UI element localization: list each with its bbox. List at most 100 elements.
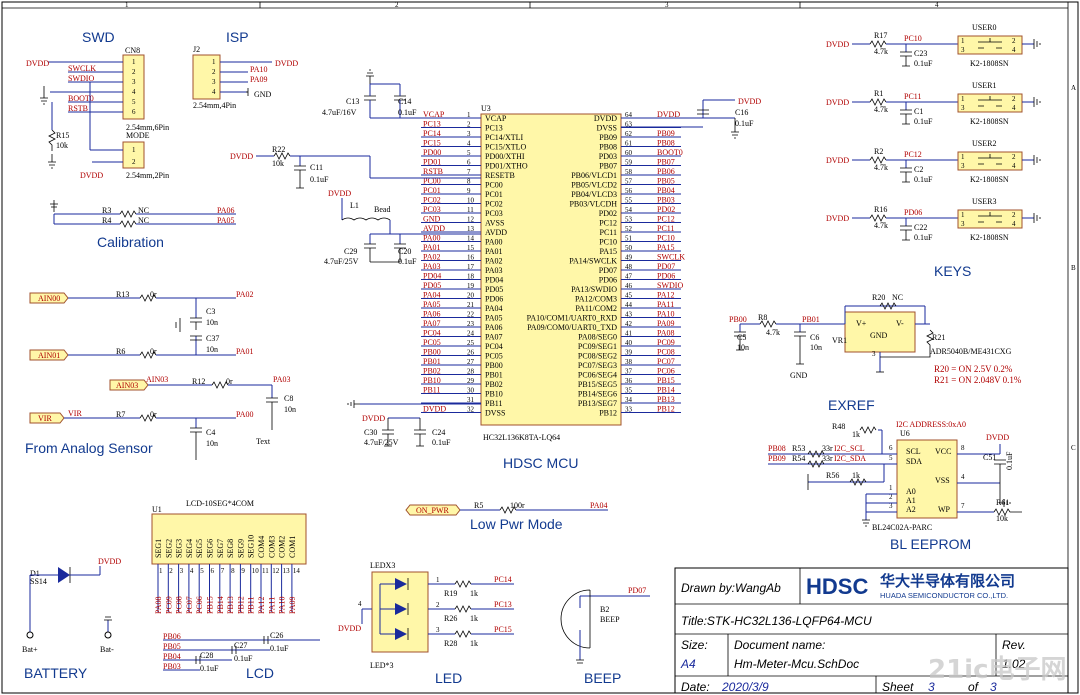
mcu-pin-name: PD04 (485, 276, 503, 285)
led-resistor-ref: R26 (444, 614, 457, 623)
mcu-pin-name: PB12 (599, 409, 617, 418)
mcu-pin-number: 49 (625, 254, 633, 262)
mcu-pin-number: 60 (625, 149, 633, 157)
svg-text:I2C_SDA: I2C_SDA (834, 454, 866, 463)
mcu-pin-number: 20 (467, 292, 475, 300)
key-part: K2-1808SN (970, 233, 1009, 242)
mcu-pin-number: 6 (467, 159, 471, 167)
key-pin: 1 (961, 95, 965, 103)
mcu-pin-number: 25 (467, 339, 475, 347)
svg-text:BL24C02A-PARC: BL24C02A-PARC (872, 523, 932, 532)
svg-text:7: 7 (961, 502, 965, 510)
mcu-pin-name: PD05 (485, 285, 503, 294)
mcu-net-label: PC15 (423, 139, 441, 148)
svg-text:I2C_SCL: I2C_SCL (834, 444, 865, 453)
svg-text:PA05: PA05 (217, 216, 235, 225)
switch-icon (978, 96, 1002, 107)
heading-mcu: HDSC MCU (503, 455, 578, 471)
mcu-pin-number: 14 (467, 235, 475, 243)
lcd-pin-number: 14 (293, 567, 301, 575)
mcu-pin-name: PB06/VLCD1 (571, 171, 617, 180)
mcu-pin-name: DVSS (485, 409, 505, 418)
lcd-caps: PB06 PB05 PB04 PB03 C26 0.1uF C27 0.1uF … (163, 631, 320, 673)
svg-text:4.7k: 4.7k (766, 328, 780, 337)
svg-text:AIN03: AIN03 (146, 375, 168, 384)
svg-text:A0: A0 (906, 487, 916, 496)
svg-text:3: 3 (872, 350, 876, 358)
svg-text:R5: R5 (474, 501, 483, 510)
mcu-pin-name: PC07/SEG3 (578, 361, 617, 370)
svg-text:R20: R20 (872, 293, 885, 302)
led-resistor-value: 1k (470, 614, 478, 623)
mcu-bottom-caps: DVDD C30 4.7uF/25V C24 0.1uF (347, 400, 481, 447)
svg-text:4: 4 (961, 473, 965, 481)
led-pin-number: 3 (436, 626, 440, 634)
mcu-pin-name: PA09/COM0/UART0_TXD (527, 323, 617, 332)
svg-text:L1: L1 (350, 201, 359, 210)
svg-text:NC: NC (892, 293, 903, 302)
mcu-pin-number: 21 (467, 301, 475, 309)
svg-text:C11: C11 (310, 163, 323, 172)
key-pin: 1 (961, 211, 965, 219)
mcu-net-label: PB13 (657, 395, 675, 404)
svg-text:SS14: SS14 (30, 577, 47, 586)
svg-text:AIN01: AIN01 (38, 351, 60, 360)
svg-text:DVDD: DVDD (986, 433, 1009, 442)
heading-exref: EXREF (828, 397, 875, 413)
svg-text:Bead: Bead (374, 205, 390, 214)
svg-text:U6: U6 (900, 429, 910, 438)
mcu-avdd-filter: DVDD L1 Bead C29 4.7uF/25V C20 0.1uF (324, 189, 481, 266)
svg-text:BOOT0: BOOT0 (68, 94, 94, 103)
mcu-net-label: AVDD (423, 224, 445, 233)
mcu-net-label: PA11 (657, 300, 674, 309)
mcu-dvdd-caps: DVDD C16 0.1uF (621, 97, 761, 139)
svg-text:LCD-10SEG*4COM: LCD-10SEG*4COM (186, 499, 254, 508)
svg-text:J2: J2 (193, 45, 200, 54)
mcu-net-label: DVDD (657, 110, 680, 119)
mcu-pin-name: AVDD (485, 228, 507, 237)
mcu-pin-name: PA00 (485, 238, 503, 247)
svg-text:PB03: PB03 (163, 662, 181, 671)
svg-text:DVDD: DVDD (80, 171, 103, 180)
lcd-seg-label: SEG8 (226, 539, 235, 558)
heading-lcd: LCD (246, 665, 274, 681)
resistor (869, 40, 887, 48)
mcu-pin-name: PB10 (485, 390, 503, 399)
mcu-pin-name: PA12/COM3 (575, 295, 617, 304)
size-value: A4 (680, 657, 696, 671)
mcu-pin-number: 1 (467, 111, 471, 119)
heading-led: LED (435, 670, 462, 686)
svg-text:10k: 10k (56, 141, 68, 150)
svg-text:U1: U1 (152, 505, 162, 514)
svg-text:DVDD: DVDD (738, 97, 761, 106)
svg-text:R21: R21 (932, 333, 945, 342)
svg-text:VCC: VCC (935, 447, 951, 456)
heading-eeprom: BL EEPROM (890, 536, 971, 552)
svg-text:R4: R4 (102, 216, 111, 225)
svg-text:PA06: PA06 (217, 206, 235, 215)
svg-text:Bat-: Bat- (100, 645, 114, 654)
svg-text:0r: 0r (150, 290, 157, 299)
capacitor (900, 225, 912, 241)
beep-section: PD07 B2 BEEP (560, 586, 650, 664)
heading-lowpwr: Low Pwr Mode (470, 516, 563, 532)
mcu-vcap-caps: C13 4.7uF/16V C14 0.1uF (322, 69, 481, 119)
key-dvdd: DVDD (826, 156, 849, 165)
svg-text:10n: 10n (284, 405, 296, 414)
svg-text:2: 2 (132, 158, 136, 166)
svg-text:PB05: PB05 (163, 642, 181, 651)
svg-text:C51: C51 (983, 453, 996, 462)
svg-text:6: 6 (132, 108, 136, 116)
mcu-pin-number: 61 (625, 140, 633, 148)
mcu-net-label: RSTB (423, 167, 443, 176)
svg-text:C26: C26 (270, 631, 283, 640)
key-switch-ref: USER1 (972, 81, 996, 90)
company-en: HUADA SEMICONDUCTOR CO.,LTD. (880, 591, 1008, 600)
key-cap-ref: C22 (914, 223, 927, 232)
svg-text:0.1uF: 0.1uF (234, 654, 253, 663)
key-dvdd: DVDD (826, 98, 849, 107)
svg-text:PB08: PB08 (768, 444, 786, 453)
svg-text:10n: 10n (206, 439, 218, 448)
mcu-net-label: PB03 (657, 196, 675, 205)
mcu-pin-name: PD02 (599, 209, 617, 218)
